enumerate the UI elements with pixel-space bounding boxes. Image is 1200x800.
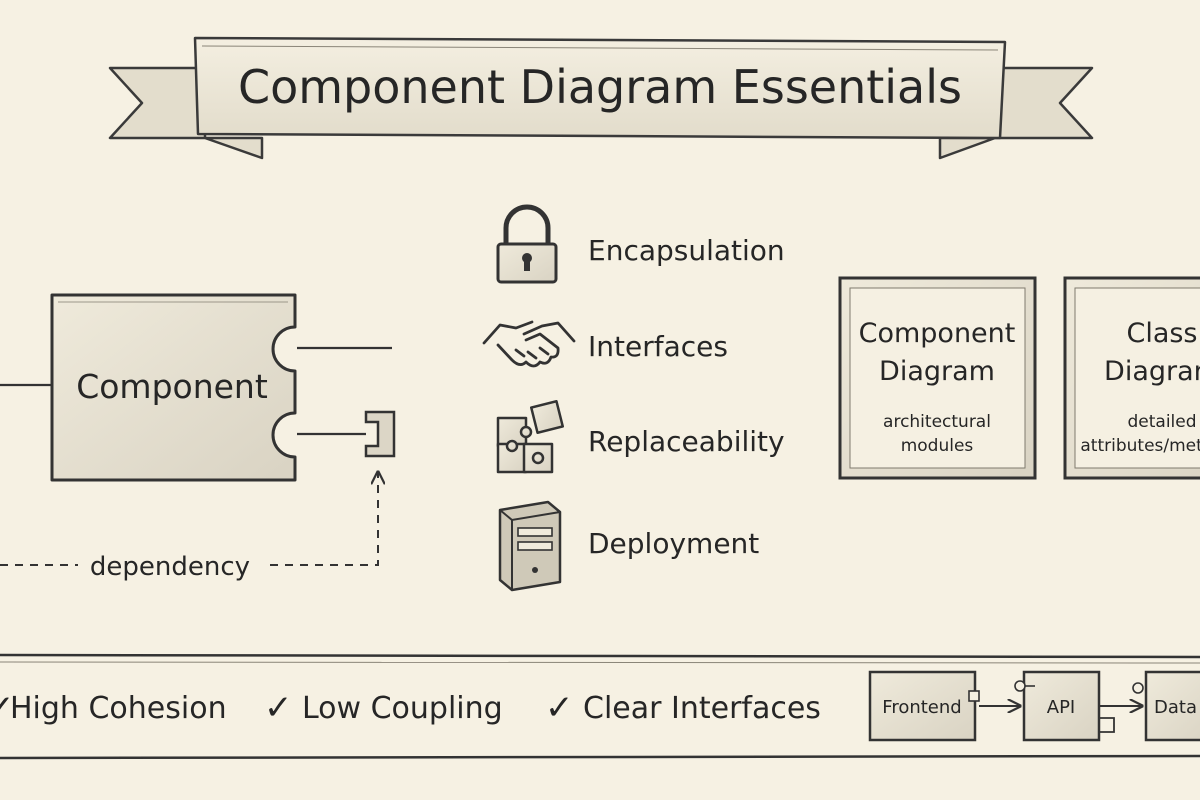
page-title: Component Diagram Essentials — [238, 60, 962, 114]
flow-node-label: Data — [1154, 697, 1197, 718]
feature-label-replaceability: Replaceability — [588, 425, 785, 458]
comparison-title: Class — [1126, 318, 1197, 349]
comparison-description: detailed — [1127, 412, 1196, 432]
flow-node-data — [1144, 670, 1200, 742]
server-icon — [498, 500, 562, 592]
dependency-connector: dependency — [0, 472, 378, 582]
dependency-label: dependency — [90, 552, 250, 582]
comparison-description: architectural — [883, 412, 991, 432]
lock-icon — [496, 204, 558, 284]
principle-label: Low Coupling — [302, 691, 503, 726]
handshake-icon — [482, 320, 576, 368]
socket-icon — [364, 410, 396, 458]
title-banner: Component Diagram Essentials — [108, 36, 1094, 160]
principle-label: High Cohesion — [10, 691, 227, 726]
comparison-title: Component — [859, 318, 1016, 349]
flow-node-label: Frontend — [882, 697, 961, 718]
comparison-title: Diagram — [1104, 356, 1200, 387]
flow-node-frontend — [868, 670, 977, 742]
comparison-card-component: Component Diagram architectural modules — [838, 276, 1037, 480]
feature-label-deployment: Deployment — [588, 527, 759, 560]
flow-node-api — [1022, 670, 1101, 742]
check-icon: ✓ — [545, 688, 574, 728]
check-icon: ✓ — [264, 688, 293, 728]
component-label: Component — [76, 367, 268, 406]
feature-label-encapsulation: Encapsulation — [588, 234, 785, 267]
feature-label-interfaces: Interfaces — [588, 330, 728, 363]
comparison-description: attributes/methods — [1080, 436, 1200, 456]
comparison-title: Diagram — [879, 356, 995, 387]
check-icon: ✓ — [0, 688, 15, 728]
comparison-description: modules — [901, 436, 974, 456]
principles-strip: ✓ High Cohesion ✓ Low Coupling ✓ Clear I… — [0, 653, 1200, 760]
component-block: Component — [0, 293, 396, 482]
puzzle-icon — [496, 399, 565, 474]
feature-list: Encapsulation Interfaces Replaceability — [482, 204, 785, 592]
principle-label: Clear Interfaces — [583, 691, 821, 726]
comparison-card-class: Class Diagram detailed attributes/method… — [1063, 276, 1200, 480]
flow-node-label: API — [1047, 697, 1075, 718]
architecture-flow: Frontend API Data — [868, 670, 1200, 742]
